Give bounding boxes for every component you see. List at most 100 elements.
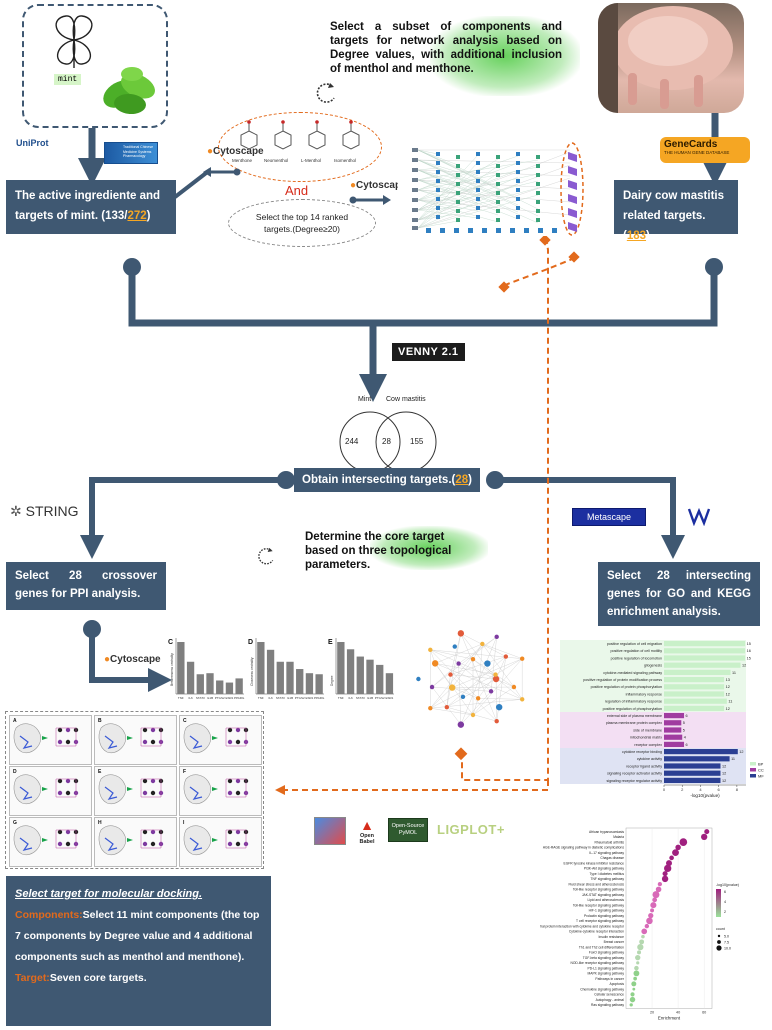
network-node xyxy=(476,215,480,219)
docking-thumbnail: E xyxy=(94,766,177,816)
network-node xyxy=(516,197,520,201)
interaction-atom xyxy=(227,829,233,835)
ligand-stick xyxy=(19,837,33,851)
bar-tick-label: ESR1 xyxy=(386,696,394,700)
ppi-node xyxy=(488,689,494,694)
go-term-label: receptor complex xyxy=(634,743,662,747)
go-count-label: 12 xyxy=(722,764,726,768)
bar xyxy=(286,661,294,694)
bar-tick-label: TNF xyxy=(178,696,184,700)
openbabel-logo: ▲ Open Babel xyxy=(352,817,382,845)
network-node xyxy=(496,200,500,204)
kegg-term-label: Cytokine-cytokine receptor interaction xyxy=(569,930,624,934)
mint-label: mint xyxy=(54,74,82,85)
docking-title: Select target for molecular docking. xyxy=(15,888,203,900)
panel-letter: H xyxy=(98,820,102,826)
kegg-term-label: Chemokine signaling pathway xyxy=(580,987,624,991)
go-count-label: 12 xyxy=(722,779,726,783)
cytoscape-logo-3: ●Cytoscape xyxy=(104,654,161,665)
ppi-edges xyxy=(430,633,523,725)
molecule-group xyxy=(218,112,382,182)
network-node xyxy=(476,188,480,192)
kegg-color-bar xyxy=(716,889,721,917)
network-node xyxy=(482,228,487,233)
bar-tick-label: ESR1 xyxy=(226,696,234,700)
ppi-node xyxy=(431,660,439,667)
kegg-color-legend-value: 2 xyxy=(724,910,726,914)
bar-tick-label: IL6 xyxy=(348,696,353,700)
kegg-term-label: EGFR tyrosine kinase inhibitor resistanc… xyxy=(564,861,625,865)
network-node xyxy=(568,222,577,232)
network-node xyxy=(476,179,480,183)
interaction-atom xyxy=(235,739,241,745)
go-bar xyxy=(664,720,682,726)
go-group-band xyxy=(560,712,746,748)
go-count-label: 15 xyxy=(747,642,751,646)
go-count-label: 16 xyxy=(747,649,751,653)
go-term-label: positive regulation of cell migration xyxy=(607,642,662,646)
target-label: Target: xyxy=(15,972,50,984)
go-term-label: external side of plasma membrane xyxy=(607,714,662,718)
docking-thumbnail: C xyxy=(179,715,262,765)
kegg-term-label: Toll-like receptor signaling pathway xyxy=(573,903,624,907)
go-x-tick-label: 8 xyxy=(736,787,739,792)
network-node xyxy=(510,228,515,233)
panel-letter: F xyxy=(183,769,186,775)
components-label: Components: xyxy=(15,909,83,921)
network-node xyxy=(456,155,460,159)
network-node xyxy=(516,206,520,210)
interaction-atom xyxy=(65,739,71,745)
kegg-term-label: Ras signaling pathway xyxy=(591,1003,624,1007)
kegg-dot xyxy=(641,928,648,935)
components-text: Select 11 mint components (the top 7 com… xyxy=(15,909,260,963)
network-node xyxy=(538,228,543,233)
pymol-logo: Open-Source PyMOL xyxy=(388,818,428,842)
network-node xyxy=(412,198,418,202)
network-node xyxy=(516,179,520,183)
interaction-frame xyxy=(140,829,162,849)
network-node xyxy=(436,152,440,156)
network-node xyxy=(436,188,440,192)
kegg-term-label: PI3K-Akt signaling pathway xyxy=(584,867,624,871)
interaction-atom xyxy=(235,727,241,733)
kegg-dot xyxy=(644,923,650,929)
network-node xyxy=(536,218,540,222)
interaction-atom xyxy=(150,841,156,847)
network-node xyxy=(536,164,540,168)
go-bar xyxy=(664,669,731,675)
interaction-atom xyxy=(235,829,241,835)
cytoscape-link-arrows xyxy=(203,167,391,205)
network-node xyxy=(412,226,418,230)
core-note-highlight xyxy=(370,526,488,570)
kegg-dot xyxy=(634,965,639,971)
network-node xyxy=(536,200,540,204)
network-node xyxy=(496,228,501,233)
curved-arrow-icon xyxy=(258,547,274,565)
docking-thumbnail: B xyxy=(94,715,177,765)
ppi-node xyxy=(448,672,453,677)
interaction-frame xyxy=(55,829,77,849)
network-node xyxy=(516,152,520,156)
chart-letter: E xyxy=(328,639,333,646)
network-node xyxy=(496,182,500,186)
network-node xyxy=(412,158,418,162)
network-node xyxy=(568,208,577,218)
kegg-term-label: Chagas disease xyxy=(600,856,624,860)
kegg-term-label: Th1 and Th2 cell differentiation xyxy=(579,945,624,949)
arrow-ppi-charts xyxy=(89,627,172,692)
bar xyxy=(186,661,195,694)
interaction-atom xyxy=(150,790,156,796)
go-term-label: gliogenesis xyxy=(644,664,662,668)
orange-diamond xyxy=(454,747,468,761)
go-x-tick-label: 2 xyxy=(681,787,684,792)
ligplot-logo: LIGPLOT+ xyxy=(437,822,505,837)
network-node xyxy=(476,161,480,165)
pointer-arrow xyxy=(212,838,218,842)
bar xyxy=(257,642,265,694)
kegg-dot xyxy=(662,871,668,877)
kegg-dot-plot: African trypanosomiasisMalariaRheumatoid… xyxy=(540,827,739,1021)
kegg-term-label: NOD-like receptor signaling pathway xyxy=(570,961,624,965)
venn-mid-count: 28 xyxy=(382,437,391,446)
go-term-label: cytokine activity xyxy=(637,757,662,761)
kegg-dot xyxy=(664,864,672,873)
